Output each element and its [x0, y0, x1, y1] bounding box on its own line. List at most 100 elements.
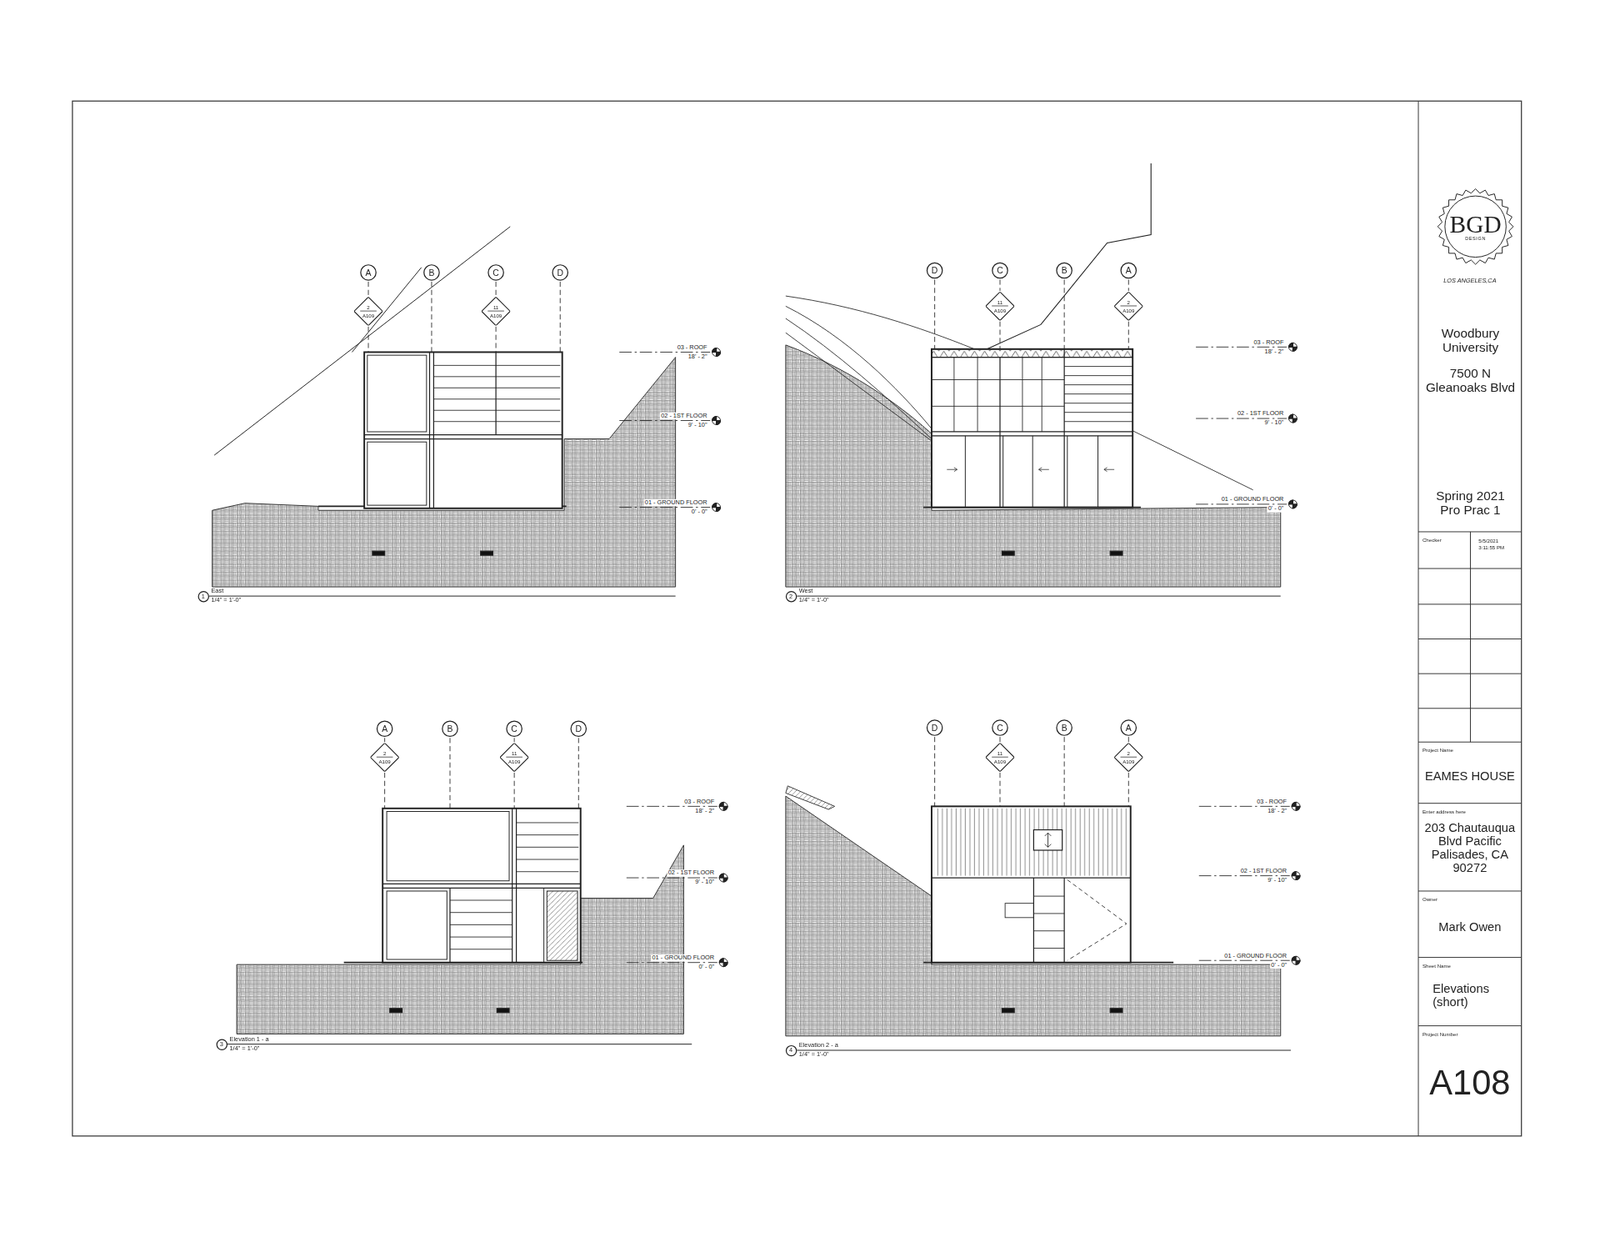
level-label: 9' - 10" [694, 878, 715, 886]
east-elevation-part [619, 351, 710, 507]
view-number: 4 [785, 1044, 796, 1055]
east-elevation-part [209, 595, 676, 597]
elevation-2-a-part [1067, 880, 1127, 961]
title-block-text: Project Number [1422, 1031, 1518, 1038]
section-marker-outline [1114, 742, 1143, 771]
section-marker-outline [1114, 291, 1143, 320]
elevation-2-a-part [1033, 830, 1062, 850]
section-marker-divider [487, 310, 505, 312]
elevation-2-a-part [1045, 832, 1051, 847]
section-reference: A109 [994, 307, 1006, 314]
west-elevation-part [1289, 342, 1298, 351]
view-title: Elevation 1 - a [230, 1035, 270, 1044]
elevation-2-a-part [1291, 801, 1300, 810]
east-elevation [209, 226, 720, 596]
level-label: 0' - 0" [697, 963, 715, 971]
elevation-2-a-part [1291, 871, 1300, 880]
title-block-cell: 5/5/2021 3:11:55 PM [1470, 531, 1521, 569]
section-marker: 2A109 [354, 296, 383, 325]
view-number-text: 1 [201, 592, 205, 599]
elevation-1-a-part [382, 808, 581, 963]
level-label: 02 - 1ST FLOOR [1236, 410, 1285, 418]
grid-label: C [996, 265, 1004, 275]
section-marker-diamond [985, 291, 1015, 320]
west-elevation-part [1001, 550, 1015, 555]
grid-bubble: B [1055, 262, 1073, 280]
elevation-1-a-part [386, 890, 447, 960]
west-elevation-part [946, 467, 1115, 472]
grid-label: D [556, 268, 564, 277]
level-label: 03 - ROOF [683, 798, 715, 806]
west-elevation-part [796, 595, 1280, 597]
grid-bubble: C [487, 264, 505, 281]
section-reference: A109 [1122, 307, 1135, 314]
elevation-1-a-part [390, 1008, 403, 1013]
section-reference: A109 [994, 758, 1006, 765]
section-marker-outline [985, 291, 1015, 320]
west-elevation-part [965, 435, 1098, 508]
elevation-2-a-part [931, 805, 1131, 962]
grid-label: C [510, 724, 518, 733]
title-block-text: Checker [1422, 537, 1467, 544]
section-marker-diamond [1114, 291, 1143, 320]
east-elevation-part [712, 416, 721, 425]
title-block-cell: OwnerMark Owen [1418, 890, 1522, 958]
title-block-text: A108 [1422, 1064, 1518, 1100]
east-elevation-part [372, 550, 385, 555]
section-reference: 2 [383, 750, 386, 756]
east-elevation-part [712, 348, 721, 357]
section-marker: 2A109 [1114, 291, 1143, 320]
title-block-text: Spring 2021 Pro Prac 1 [1430, 490, 1512, 519]
grid-label: B [1061, 723, 1068, 732]
grid-label: C [492, 268, 500, 277]
level-label: 02 - 1ST FLOOR [667, 869, 716, 877]
west-elevation-part [985, 163, 1152, 350]
section-marker-diamond [370, 742, 399, 771]
level-label: 03 - ROOF [1252, 339, 1285, 347]
title-block-text: Sheet Name [1422, 963, 1518, 970]
elevation-1-a-part [719, 958, 728, 967]
level-label: 01 - GROUND FLOOR [1223, 951, 1288, 960]
section-marker-diamond [354, 296, 383, 325]
west-elevation-part [785, 345, 1281, 587]
grid-label: D [931, 265, 939, 275]
title-block-text: LOS ANGELES,CA [1418, 277, 1522, 285]
title-block-text: Mark Owen [1422, 920, 1518, 935]
section-marker-outline [500, 742, 529, 771]
level-label: 03 - ROOF [675, 344, 708, 352]
section-marker-divider [376, 756, 394, 758]
level-label: 0' - 0" [1270, 960, 1288, 969]
grid-bubble: B [1055, 719, 1073, 736]
elevation-1-a-part [382, 808, 581, 963]
level-label: 18' - 2" [1266, 807, 1288, 815]
section-marker: 2A109 [370, 742, 399, 771]
section-reference: A109 [490, 312, 502, 319]
section-reference: A109 [378, 758, 390, 765]
grid-label: B [1061, 265, 1068, 275]
elevation-2-a-part [785, 785, 835, 810]
view-number: 2 [785, 590, 796, 601]
elevation-1-a [227, 737, 728, 1044]
elevation-2-a [785, 736, 1300, 1050]
title-block-text: 5/5/2021 3:11:55 PM [1474, 537, 1515, 550]
east-elevation-part [364, 351, 563, 508]
section-reference: 11 [997, 750, 1003, 756]
grid-label: C [996, 723, 1004, 732]
level-label: 0' - 0" [1266, 505, 1285, 513]
elevation-1-a-part [719, 801, 728, 810]
elevation-1-a-part [543, 887, 545, 962]
title-block-cell: Project NumberA108 [1418, 1025, 1522, 1136]
elevation-1-a-part [546, 890, 578, 960]
grid-bubble: C [505, 720, 523, 737]
logo-text: DESIGN [1465, 236, 1486, 242]
east-elevation-part [433, 365, 560, 421]
grid-label: A [1125, 723, 1132, 732]
title-block-cell: Project NameEAMES HOUSE [1418, 741, 1522, 803]
west-elevation [785, 163, 1297, 596]
west-elevation-part [1195, 346, 1287, 505]
west-elevation-part [935, 280, 1130, 350]
view-title: 1/4" = 1'-0" [799, 596, 830, 605]
east-elevation-part [368, 281, 560, 352]
section-marker-diamond [985, 742, 1015, 771]
